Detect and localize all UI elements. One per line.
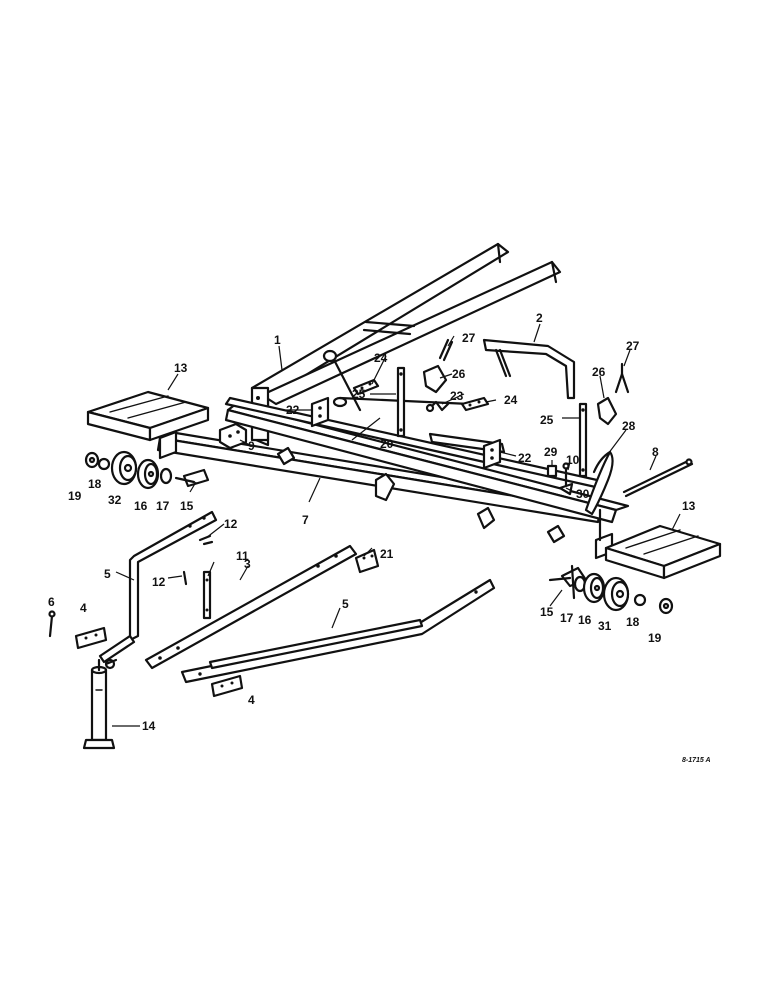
callout-15-right: 15: [540, 605, 554, 619]
callout-27-left: 27: [462, 331, 476, 345]
plate-4-left: [74, 626, 108, 650]
callout-25-right: 25: [540, 413, 554, 427]
hub-19-left: [84, 451, 100, 469]
leader-lines: [112, 323, 681, 727]
wheel-frame-13-right: [604, 524, 722, 580]
bracket-26-left: [422, 364, 448, 394]
wheel-16-right: [582, 572, 606, 604]
callout-17-left: 17: [156, 499, 170, 513]
callout-28: 28: [622, 419, 636, 433]
callout-19-left: 19: [68, 489, 82, 503]
brace-5-left: [98, 510, 218, 664]
link-25-left: [396, 366, 406, 438]
curved-bar-2: [482, 338, 576, 400]
callout-26-left: 26: [452, 367, 466, 381]
bracket-26-right: [596, 396, 618, 426]
callout-14: 14: [142, 719, 156, 733]
callout-32: 32: [108, 493, 122, 507]
callout-22-right: 22: [518, 451, 532, 465]
bracket-9: [218, 422, 248, 450]
callout-11: 11: [236, 549, 249, 563]
drawing-code: 8-1715 A: [682, 757, 711, 764]
bolt-6: [48, 610, 56, 638]
pin-27-right: [614, 362, 630, 394]
callout-10: 10: [566, 453, 580, 467]
pin-27-left: [438, 338, 454, 362]
rod-8: [622, 458, 694, 498]
callout-4-right: 4: [248, 693, 255, 707]
callout-5-right: 5: [342, 597, 349, 611]
callout-13-right: 13: [682, 499, 696, 513]
bracket-22-left: [310, 396, 330, 428]
hub-19-right: [658, 597, 674, 615]
callout-13-left: 13: [174, 361, 188, 375]
callout-12-side: 12: [152, 575, 166, 589]
bracket-22-right: [482, 438, 502, 470]
cap-18-left: [97, 457, 111, 471]
washer-17-left: [159, 467, 173, 485]
clip-29: [546, 464, 558, 478]
callout-12-top: 12: [224, 517, 238, 531]
callout-26-right: 26: [592, 365, 606, 379]
callout-27-right: 27: [626, 339, 640, 353]
spindle-15-left: [174, 468, 210, 488]
callout-29: 29: [544, 445, 558, 459]
plate-24-right: [460, 396, 490, 412]
pin-12-top: [198, 534, 214, 546]
wheel-frame-13-left: [86, 390, 210, 442]
callout-17-right: 17: [560, 611, 574, 625]
callout-15-left: 15: [180, 499, 194, 513]
callout-16-right: 16: [578, 613, 592, 627]
main-toolbar: [156, 402, 630, 560]
brace-5-right: [180, 578, 496, 684]
callout-1: 1: [274, 333, 281, 347]
callout-24-right: 24: [504, 393, 518, 407]
strap-11: [202, 570, 212, 620]
callout-20: 20: [380, 437, 394, 451]
callout-31: 31: [598, 619, 612, 633]
callout-9: 9: [248, 439, 255, 453]
callout-25-left: 25: [352, 387, 366, 401]
callout-30: 30: [576, 487, 590, 501]
callout-21: 21: [380, 547, 394, 561]
nut-30: [558, 482, 574, 496]
callout-2: 2: [536, 311, 543, 325]
clip-23: [425, 400, 450, 413]
pin-12-side: [182, 570, 188, 586]
cap-18-right: [633, 593, 647, 607]
wheel-31: [602, 576, 630, 612]
jack-stand-14: [82, 658, 118, 750]
callout-22-left: 22: [286, 403, 300, 417]
callout-7: 7: [302, 513, 309, 527]
callout-6: 6: [48, 595, 55, 609]
callout-19-right: 19: [648, 631, 662, 645]
plate-4-right: [210, 674, 244, 698]
callout-5-left: 5: [104, 567, 111, 581]
callout-3: 3: [244, 557, 251, 571]
bar-3: [144, 544, 358, 670]
link-25-right: [578, 402, 588, 478]
callout-18-right: 18: [626, 615, 640, 629]
callout-23: 23: [450, 389, 464, 403]
callout-8: 8: [652, 445, 659, 459]
callout-18-left: 18: [88, 477, 102, 491]
wheel-16-left: [136, 458, 160, 490]
callout-24-left: 24: [374, 351, 388, 365]
callout-labels: 1 2 3 4 4 5 5 6 7 8 9 10 11 12 12 13 13 …: [48, 311, 696, 733]
callout-16-left: 16: [134, 499, 148, 513]
wheel-32: [110, 450, 138, 486]
callout-4-left: 4: [80, 601, 87, 615]
